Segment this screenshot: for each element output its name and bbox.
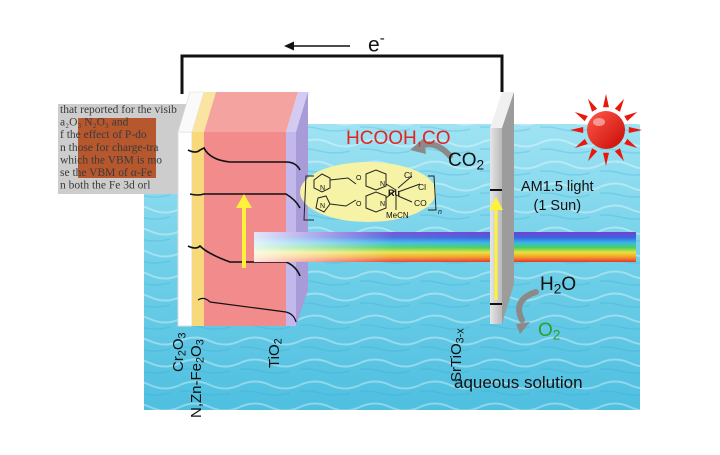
catalyst-o2: O [356,201,362,208]
sun-ray [628,127,642,133]
photo-text-line: which the VBM is mo [60,154,162,166]
catalyst-n3: N [380,181,385,188]
catalyst-n1: N [320,185,325,192]
catalyst-mecn: MeCN [386,211,409,220]
sun-ray [614,148,624,162]
srtio3-electrode [489,92,514,324]
tio2-layer [286,132,296,326]
conduction-band-upper [189,193,301,209]
sun-ray [570,127,584,133]
sun-ray [614,98,624,112]
fe2o3-label: N,Zn-Fe2O3 [188,339,207,418]
sun-ray [574,138,588,148]
sun-ray [624,138,638,148]
photo-text-line: f the effect of P-do [60,129,147,141]
cr2o3-label: Cr2O3 [170,332,189,372]
light-label-line2: (1 Sun) [533,198,582,214]
sun-ray [588,148,598,162]
products-label: HCOOH,CO [346,128,451,149]
srtio3-label: SrTiO3-x [448,328,467,382]
catalyst-cl-mid: Cl [418,182,426,192]
electron-label: e- [368,30,385,57]
valence-band-lower [197,297,297,323]
photo-text-line: a₂O₃ N₂O₃ and [60,117,129,129]
sun-ray [588,98,598,112]
catalyst-o1: O [356,175,362,182]
cr2o3-layer [192,132,204,326]
h2o-label: H2O [540,274,577,297]
ru-complex-structure [303,169,437,221]
catalyst-ellipse [300,162,436,222]
catalyst-n-sub: n [438,209,442,216]
sun-ray [624,112,638,122]
sun-icon [570,94,642,166]
catalyst-n2: N [320,203,325,210]
light-label: AM1.5 light (1 Sun) [521,178,594,216]
photo-text-line: that reported for the visib [60,104,177,116]
catalyst-ru: Ru [388,188,400,198]
electron-arrowhead [284,41,294,51]
sun-ray [574,112,588,122]
catalyst-cl-top: Cl [404,170,412,180]
o2-label: O2 [538,320,561,343]
catalyst-n4: N [380,201,385,208]
conduction-band [187,146,301,171]
sun-ray [603,152,609,166]
photoanode-stack [177,91,310,327]
external-wire [180,54,504,94]
tio2-label: TiO2 [266,338,285,368]
hematite-film-photo [78,118,156,178]
photo-text-line: n those for charge-tra [60,142,158,154]
valence-band [187,244,301,277]
co2-label: CO2 [448,150,485,173]
sun-ray [603,94,609,108]
solution-label: aqueous solution [454,373,583,392]
water-oxidation-arrow [516,289,539,323]
light-label-line1: AM1.5 light [521,179,594,195]
cr2o3-white-layer [177,131,193,327]
photo-text-line: n both the Fe 3d orl [60,180,150,192]
photo-text-line: se the VBM of α-Fe [60,167,152,179]
catalyst-co: CO [414,198,427,208]
